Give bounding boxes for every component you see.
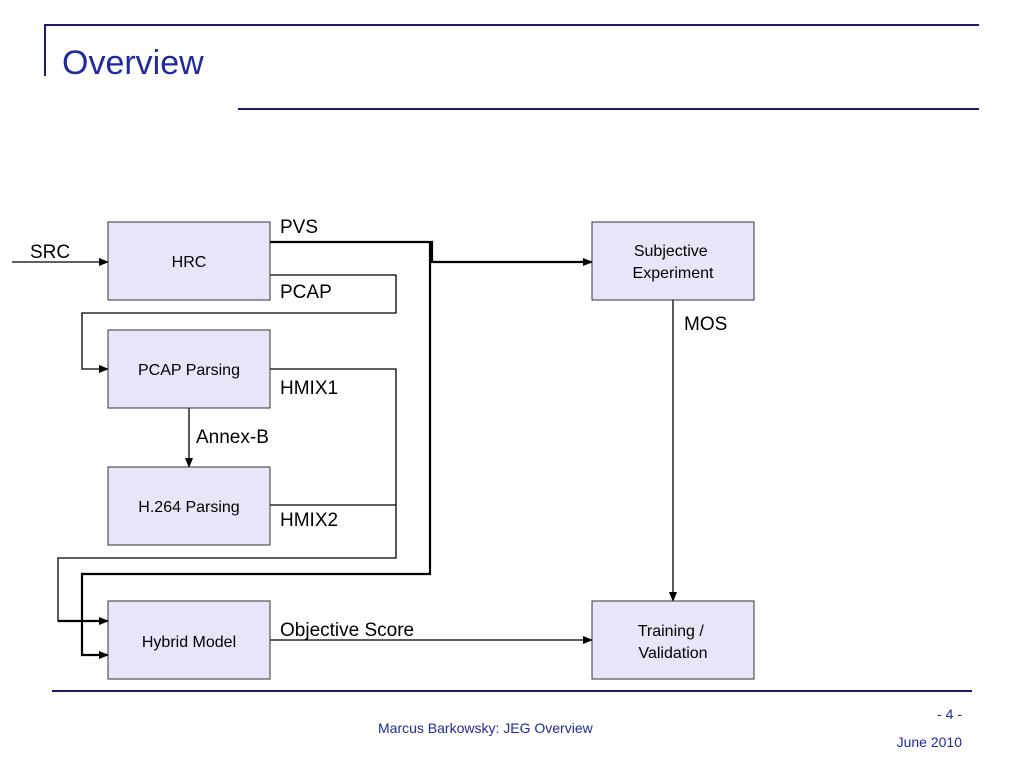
box-training-validation: Training / Validation [591,600,755,680]
box-hybrid-model: Hybrid Model [107,600,271,680]
box-pcap-parsing-label: PCAP Parsing [138,362,240,379]
box-hrc: HRC [107,221,271,301]
box-hybrid-model-line: Hybrid Model [142,634,236,651]
box-hrc-label: HRC [172,254,207,271]
box-subjective-experiment-line-1: Subjective [634,243,708,260]
label-mos: MOS [684,314,727,335]
box-training-validation-rect [591,600,755,680]
box-pcap-parsing-rect [107,329,271,409]
label-hmix1: HMIX1 [280,378,338,399]
box-h264-parsing: H.264 Parsing [107,466,271,546]
box-h264-parsing-line: H.264 Parsing [138,499,239,516]
box-hybrid-model-rect [107,600,271,680]
label-pcap: PCAP [280,282,332,303]
box-subjective-experiment-line-2: Experiment [633,265,714,282]
slide-title: Overview [62,44,204,82]
box-hrc-rect [107,221,271,301]
footer-date: June 2010 [896,734,962,750]
pcap-line [81,274,397,373]
label-pvs: PVS [280,217,318,238]
header-top-rule [44,24,979,26]
box-pcap-parsing-line: PCAP Parsing [138,362,240,379]
header-bottom-rule [238,108,979,110]
box-pcap-parsing: PCAP Parsing [107,329,271,409]
box-h264-parsing-label: H.264 Parsing [138,499,239,516]
box-subjective-experiment: Subjective Experiment [591,221,755,301]
box-training-validation-line-2: Validation [638,645,707,662]
box-subjective-experiment-rect [591,221,755,301]
footer-rule [52,690,972,692]
box-hybrid-model-label: Hybrid Model [142,634,236,651]
footer-page-number: - 4 - [937,706,962,722]
pvs-line [270,240,434,262]
box-training-validation-label: Training / Validation [638,623,709,662]
pvs-down-to-hybrid [80,242,432,659]
label-src: SRC [30,242,70,263]
box-hrc-line: HRC [172,254,207,271]
footer-author: Marcus Barkowsky: JEG Overview [378,720,593,736]
label-annex-b: Annex-B [196,427,269,448]
header-vertical-rule [44,24,46,76]
box-subjective-experiment-label: Subjective Experiment [633,243,714,282]
box-training-validation-line-1: Training / [638,623,705,640]
label-objective-score: Objective Score [280,620,414,641]
label-hmix2: HMIX2 [280,510,338,531]
connectors [12,240,677,659]
box-h264-parsing-rect [107,466,271,546]
